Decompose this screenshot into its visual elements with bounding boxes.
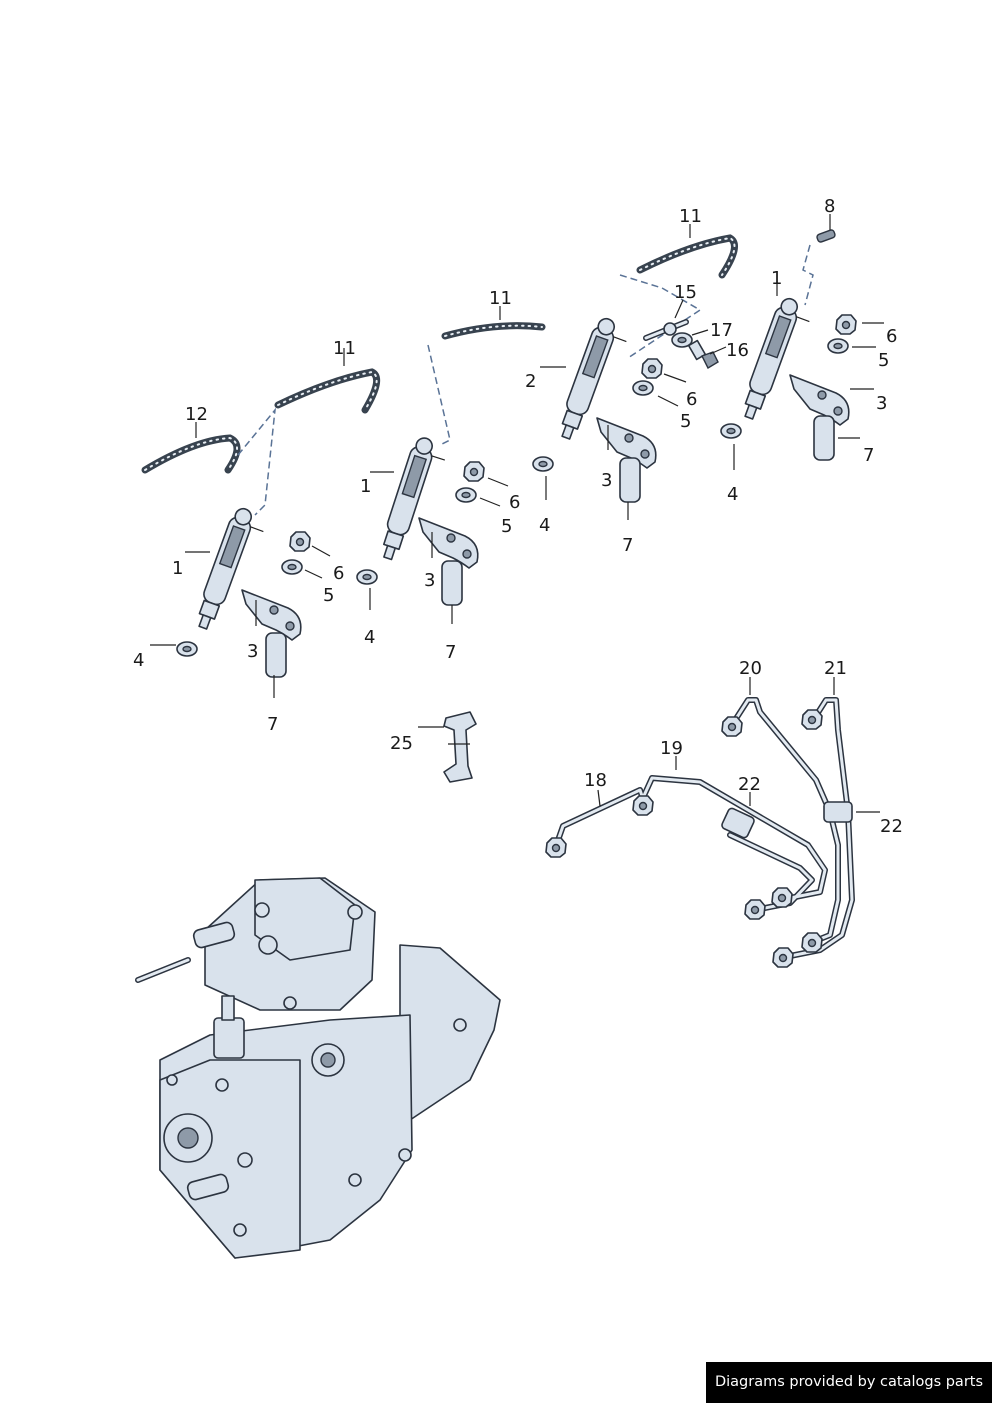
callout-8: 8 [824,196,835,217]
pin-15 [643,319,689,341]
bolt-16 [687,339,719,369]
nut-6a [289,531,311,552]
leak-off-hose-11b [441,322,546,340]
leak-off-hose-11a [274,368,381,414]
injector-group-c [532,234,738,503]
washer-4a [176,641,198,657]
leak-off-hose-12 [141,434,241,474]
callout-4: 4 [364,627,375,648]
callout-4: 4 [727,484,738,505]
sleeve-7a [265,632,287,678]
pipe-clamp-22a [721,807,755,839]
callout-19: 19 [660,738,683,759]
leader-lines [150,214,884,813]
injector-1d [737,294,816,427]
callout-7: 7 [445,642,456,663]
sleeve-7c [619,457,641,503]
callout-17: 17 [710,320,733,341]
washer-4c [532,456,554,472]
callout-3: 3 [601,470,612,491]
callout-2: 2 [525,371,536,392]
callout-3: 3 [247,641,258,662]
callout-5: 5 [878,350,889,371]
callout-25: 25 [390,733,413,754]
injector-group-d [720,229,857,461]
injection-pump [135,877,501,1259]
nut-6c [641,358,663,379]
callout-6: 6 [686,389,697,410]
washer-4d [720,423,742,439]
callout-16: 16 [726,340,749,361]
nut-6d [835,314,857,335]
callout-6: 6 [509,492,520,513]
callout-7: 7 [622,535,633,556]
callout-4: 4 [133,650,144,671]
callout-11: 11 [679,206,702,227]
sleeve-7b [441,560,463,606]
washer-5c [632,380,654,396]
connector-8 [816,229,836,243]
washer-5a [281,559,303,575]
washer-5d [827,338,849,354]
holder-clip-25 [443,711,477,783]
callout-12: 12 [185,404,208,425]
injector-group-b [356,322,546,606]
callout-1: 1 [771,268,782,289]
callout-11: 11 [489,288,512,309]
callout-22: 22 [880,816,903,837]
washer-5b [455,487,477,503]
callout-1: 1 [360,476,371,497]
callout-5: 5 [680,411,691,432]
injection-pipes [545,697,855,968]
callout-7: 7 [863,445,874,466]
callout-11: 11 [333,338,356,359]
sleeve-7d [813,415,835,461]
callout-5: 5 [501,516,512,537]
injector-group-a [141,368,381,678]
callout-6: 6 [886,326,897,347]
callout-5: 5 [323,585,334,606]
callout-4: 4 [539,515,550,536]
callout-21: 21 [824,658,847,679]
pipe-clamp-22b [823,801,853,823]
nut-6b [463,461,485,482]
callout-7: 7 [267,714,278,735]
callouts: 11 8 1 15 11 17 6 11 16 5 2 6 3 12 5 7 3… [133,196,903,837]
callout-22: 22 [738,774,761,795]
washer-4b [356,569,378,585]
footer-credit: Diagrams provided by catalogs parts [706,1362,992,1403]
callout-1: 1 [172,558,183,579]
callout-3: 3 [424,570,435,591]
callout-3: 3 [876,393,887,414]
callout-20: 20 [739,658,762,679]
callout-18: 18 [584,770,607,791]
callout-15: 15 [674,282,697,303]
leak-off-hose-11c [636,234,738,279]
callout-6: 6 [333,563,344,584]
